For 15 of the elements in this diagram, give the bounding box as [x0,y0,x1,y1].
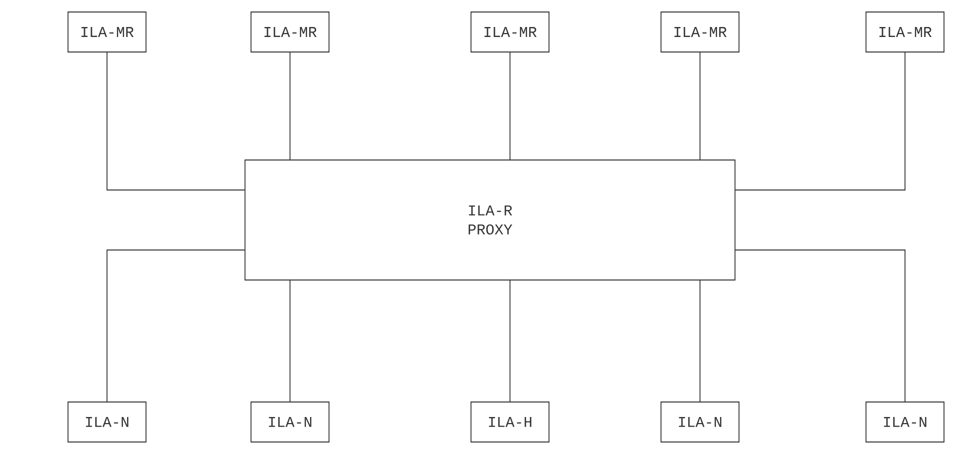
node-box: ILA-N [866,402,944,442]
node-box: ILA-MR [68,12,146,52]
node-box: ILA-MR [660,12,740,52]
node-box: ILA-MR [866,12,944,52]
node-box: ILA-MR [250,12,330,52]
connector-line [735,250,906,402]
node-box: ILA-H [470,402,550,442]
node-box: ILA-MR [470,12,550,52]
node-box: ILA-N [250,402,330,442]
connector-line [735,52,906,190]
node-box: ILA-N [68,402,146,442]
connector-line [106,52,246,190]
connector-line [106,250,246,402]
proxy-box: ILA-R PROXY [244,160,736,280]
node-box: ILA-N [660,402,740,442]
